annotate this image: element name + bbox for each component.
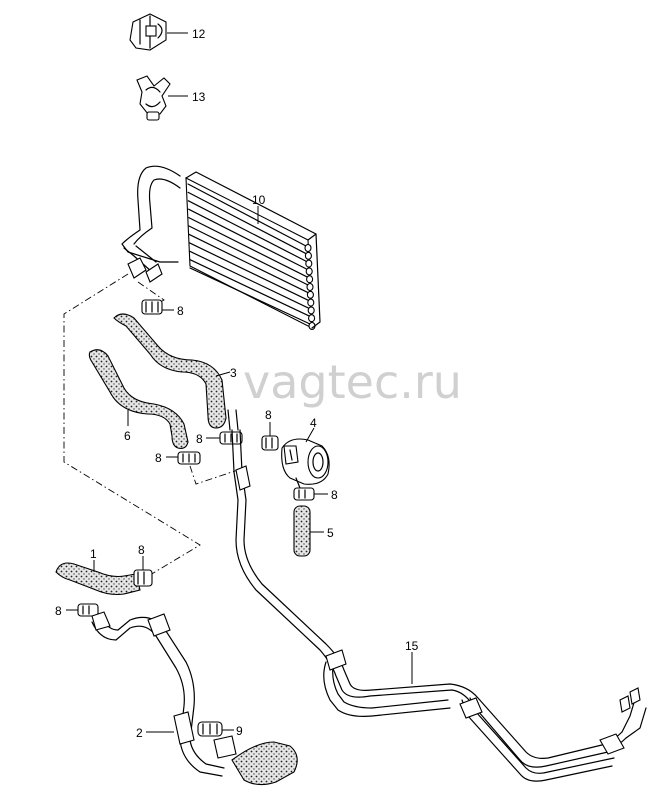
cooler-tube-end [304,243,312,253]
label-13: 13 [192,90,206,104]
label-8-a: 8 [177,304,184,318]
label-8-f: 8 [138,543,145,557]
cooler-tube-end [304,251,312,260]
pipe-assembly-15[interactable] [227,409,647,782]
cooler-tube-end [305,267,313,276]
label-8-c: 8 [155,451,162,465]
hose-clamp-8[interactable] [261,435,279,451]
watermark: vagtec.ru [243,355,462,409]
cooler-tube-end [306,290,314,299]
cooler-tube-end [306,282,314,292]
cooler-fin [189,259,311,317]
cooler-fin [188,233,309,294]
assembly-line-to-8 [137,281,165,309]
hose-clamp-8[interactable] [293,487,315,501]
hose-clamp-8[interactable] [133,569,153,587]
label-15: 15 [405,639,419,653]
cooler-tube-end [306,275,314,284]
label-5: 5 [327,526,334,540]
oil-cooler-10[interactable] [121,165,321,331]
cooler-fin [188,242,310,302]
label-8-e: 8 [331,488,338,502]
clip-13[interactable] [136,75,171,121]
pipe-2[interactable] [91,611,298,786]
label-1: 1 [90,547,97,561]
hose-clamp-9[interactable] [197,721,223,737]
hose-3[interactable] [113,313,227,429]
assembly-line-left [63,273,201,576]
assembly-line-center [189,465,239,485]
label-9: 9 [236,724,243,738]
cooler-tube-end [305,259,313,268]
label-3: 3 [230,366,237,380]
cooler-tube-end [307,298,315,307]
valve-4[interactable] [281,438,330,489]
cooler-fin [187,200,308,263]
cooler-tube-end [308,314,316,323]
label-8-d: 8 [265,408,272,422]
hose-1[interactable] [55,562,141,596]
label-6: 6 [124,429,131,443]
hose-6[interactable] [88,349,189,449]
cooler-fin [187,191,307,255]
label-4: 4 [310,416,317,430]
label-8-g: 8 [55,604,62,618]
label-12: 12 [192,27,206,41]
cooler-fin [188,208,308,270]
label-10: 10 [252,193,266,207]
hose-clamp-8[interactable] [219,431,243,445]
cooler-fin [189,250,310,309]
hose-clamp-8[interactable] [177,451,201,465]
clip-12[interactable] [129,13,167,51]
cooler-fin [187,183,307,247]
hose-clamp-8[interactable] [77,603,99,617]
hose-clamp-8[interactable] [141,299,163,315]
label-2: 2 [136,726,143,740]
label-8-b: 8 [196,432,203,446]
cooler-fin [188,225,309,286]
cooler-tube-end [307,306,315,315]
hose-5[interactable] [293,505,311,557]
cooler-fin [188,217,309,278]
cooler-fin [189,267,311,325]
